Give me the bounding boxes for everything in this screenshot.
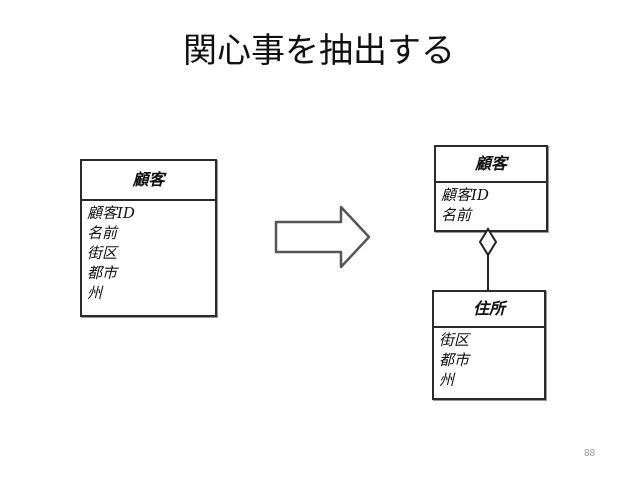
attribute-street: 街区	[439, 331, 470, 349]
class-name: 住所	[434, 292, 544, 328]
address-class: 住所 街区 都市 州	[432, 290, 546, 400]
customer-class-before: 顧客 顧客ID 名前 街区 都市 州	[80, 159, 217, 317]
customer-class-after: 顧客 顧客ID 名前	[434, 145, 548, 232]
attribute-state: 州	[87, 284, 103, 302]
attribute-state: 州	[439, 371, 455, 389]
attribute-street: 街区	[87, 244, 118, 262]
aggregation-diamond-icon	[478, 227, 498, 257]
class-name: 顧客	[82, 161, 215, 201]
attribute-city: 都市	[87, 264, 118, 282]
attribute-list: 顧客ID 名前 街区 都市 州	[82, 201, 215, 303]
attribute-list: 顧客ID 名前	[436, 183, 546, 225]
attribute-city: 都市	[439, 351, 470, 369]
right-arrow-icon	[274, 205, 371, 269]
attribute-customer-id: 顧客ID	[441, 186, 489, 204]
slide-title: 関心事を抽出する	[183, 31, 455, 71]
attribute-list: 街区 都市 州	[434, 328, 544, 390]
page-number: 88	[584, 448, 596, 459]
attribute-name: 名前	[441, 206, 472, 224]
attribute-customer-id: 顧客ID	[87, 204, 135, 222]
class-name: 顧客	[436, 147, 546, 183]
attribute-name: 名前	[87, 224, 118, 242]
